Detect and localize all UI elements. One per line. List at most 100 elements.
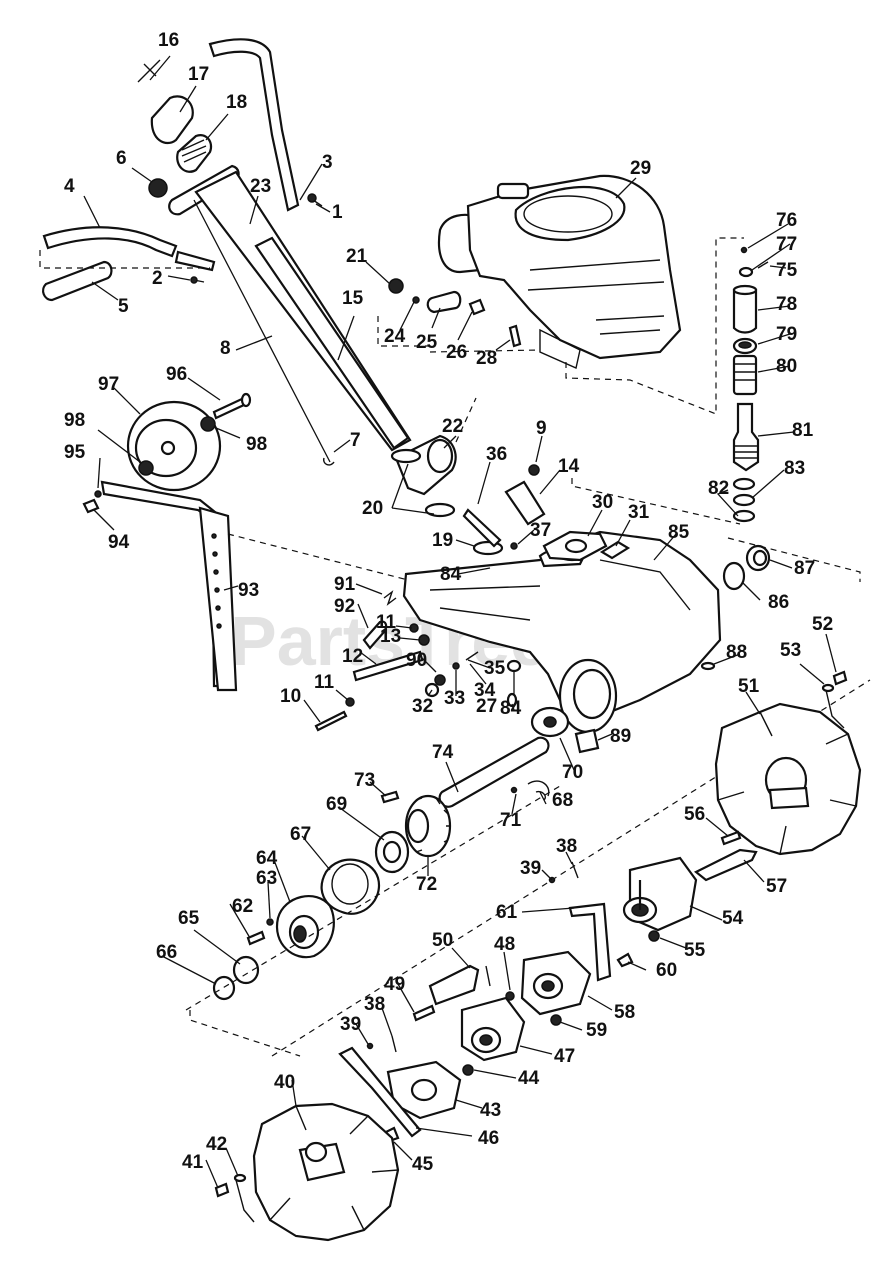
washer-19	[472, 540, 504, 556]
oring-88	[700, 661, 716, 671]
fitting-22	[394, 434, 457, 496]
handle-grip-cap-17	[150, 95, 194, 145]
part-label-8: 8	[220, 338, 231, 359]
part-label-26: 26	[446, 342, 467, 363]
part-label-91: 91	[334, 574, 356, 595]
part-label-10: 10	[280, 686, 301, 707]
part-label-2: 2	[152, 268, 163, 289]
part-label-90: 90	[406, 650, 427, 671]
part-label-37: 37	[530, 520, 551, 541]
part-label-52: 52	[812, 614, 833, 635]
part-label-40: 40	[274, 1072, 295, 1093]
part-label-53: 53	[780, 640, 801, 661]
small-parts-11-13-10	[314, 623, 430, 732]
tine-40	[252, 1102, 400, 1242]
part-label-11: 11	[314, 672, 335, 693]
part-label-60: 60	[656, 960, 677, 981]
nut-59	[550, 1014, 562, 1026]
bolt-56-57	[693, 830, 758, 882]
handle-tube-3	[208, 38, 300, 212]
part-label-87: 87	[794, 558, 815, 579]
part-label-36: 36	[486, 444, 507, 465]
part-label-22: 22	[442, 416, 463, 437]
hose-4	[42, 226, 178, 258]
bolt-60	[616, 952, 634, 968]
seals-65-66	[212, 955, 260, 1001]
key-73	[380, 790, 400, 804]
part-label-69: 69	[326, 794, 347, 815]
part-label-79: 79	[776, 324, 797, 345]
part-label-54: 54	[722, 908, 744, 929]
part-label-24: 24	[384, 326, 406, 347]
part-label-64: 64	[256, 848, 278, 869]
pins-38-39-lower	[366, 1035, 397, 1053]
part-label-9: 9	[536, 418, 547, 439]
part-label-80: 80	[776, 356, 797, 377]
part-label-81: 81	[792, 420, 814, 441]
pin-36	[462, 508, 502, 548]
hub-58	[520, 950, 592, 1016]
part-label-65: 65	[178, 908, 200, 929]
hub-54	[622, 856, 698, 932]
tine-51	[714, 702, 862, 856]
part-label-38: 38	[556, 836, 577, 857]
part-label-92: 92	[334, 596, 355, 617]
part-label-83: 83	[784, 458, 805, 479]
part-label-29: 29	[630, 158, 651, 179]
grip-5	[42, 260, 113, 302]
part-label-56: 56	[684, 804, 705, 825]
part-label-93: 93	[238, 580, 259, 601]
gaskets-20	[390, 448, 456, 518]
pin-41-42	[214, 1173, 255, 1223]
spacer-25	[426, 290, 462, 314]
engine-29	[437, 174, 682, 369]
part-label-39: 39	[340, 1014, 361, 1035]
gasket-30	[542, 530, 608, 562]
part-label-77: 77	[776, 234, 797, 255]
part-label-50: 50	[432, 930, 453, 951]
part-label-96: 96	[166, 364, 187, 385]
hub-47	[460, 996, 526, 1062]
part-label-44: 44	[518, 1068, 540, 1089]
knob-6	[148, 178, 168, 198]
part-label-61: 61	[496, 902, 518, 923]
clip-2	[174, 250, 216, 284]
pin-52-53	[821, 670, 848, 729]
part-label-62: 62	[232, 896, 253, 917]
part-label-42: 42	[206, 1134, 227, 1155]
nut-44	[462, 1064, 474, 1076]
part-label-3: 3	[322, 152, 333, 173]
part-label-89: 89	[610, 726, 631, 747]
part-label-84: 84	[440, 564, 462, 585]
shaft-81	[732, 402, 760, 472]
stack-76-77-75	[738, 246, 769, 278]
part-label-70: 70	[562, 762, 583, 783]
bearing-69	[374, 830, 410, 874]
part-label-48: 48	[494, 934, 515, 955]
shaft-74	[438, 736, 550, 808]
bushing-89	[574, 728, 600, 754]
washers-82-83	[732, 477, 756, 523]
handle-rod-8	[193, 199, 335, 466]
part-label-25: 25	[416, 332, 438, 353]
part-label-94: 94	[108, 532, 130, 553]
part-label-27: 27	[476, 696, 497, 717]
spring-91	[383, 590, 397, 606]
nut-9	[528, 464, 540, 476]
part-label-98: 98	[64, 410, 85, 431]
part-label-57: 57	[766, 876, 787, 897]
lever-92	[362, 620, 388, 650]
part-label-23: 23	[250, 176, 271, 197]
part-label-73: 73	[354, 770, 375, 791]
bracket-46	[338, 1046, 422, 1138]
part-label-84: 84	[500, 698, 522, 719]
part-label-63: 63	[256, 868, 277, 889]
pulley-21	[388, 278, 404, 294]
part-label-18: 18	[226, 92, 247, 113]
part-label-72: 72	[416, 874, 437, 895]
part-label-6: 6	[116, 148, 127, 169]
part-label-35: 35	[484, 658, 506, 679]
part-label-58: 58	[614, 1002, 635, 1023]
part-label-4: 4	[64, 176, 75, 197]
